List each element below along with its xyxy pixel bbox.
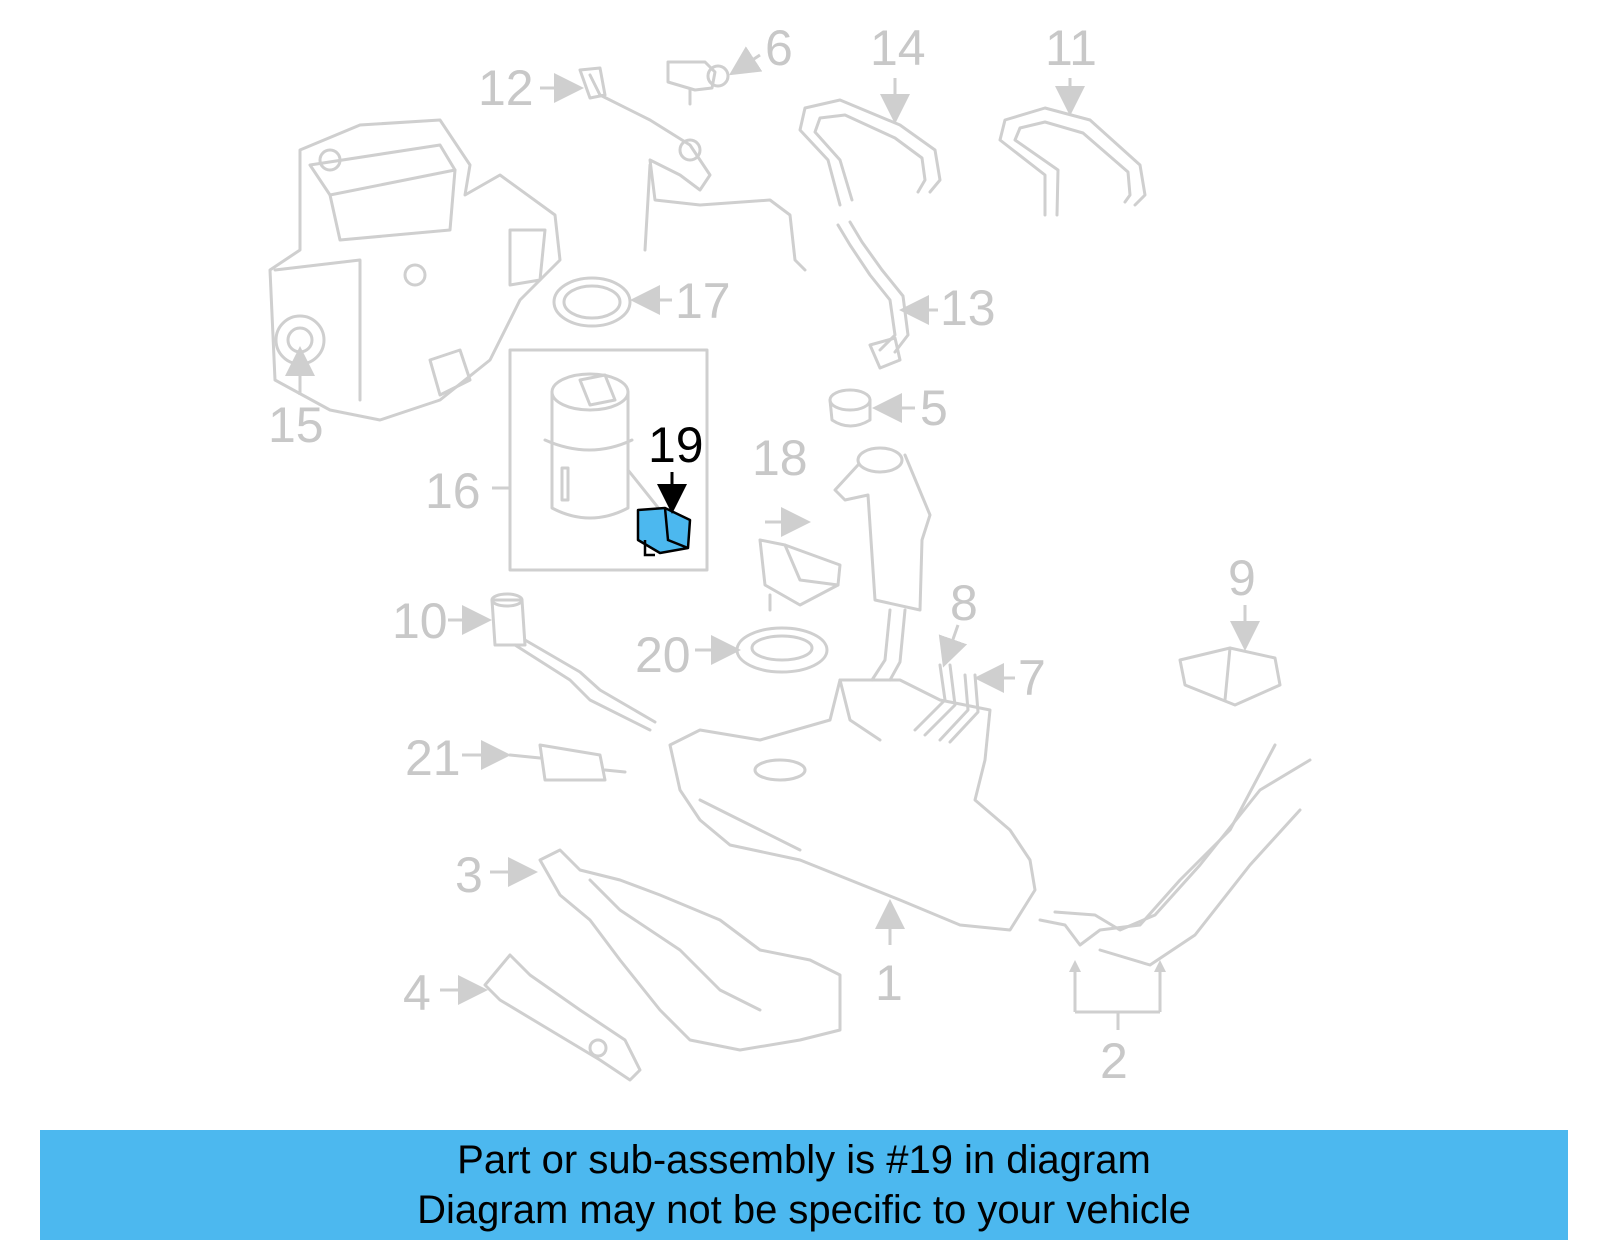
label-4: 4 [403, 965, 431, 1021]
filler-neck-drawing [833, 446, 932, 682]
part-15-drawing [268, 118, 562, 422]
part-7-drawing [938, 673, 980, 744]
label-10: 10 [392, 593, 448, 649]
label-21: 21 [405, 730, 461, 786]
part-3-drawing [538, 848, 842, 1052]
part-20-drawing [735, 626, 829, 674]
label-6: 6 [765, 20, 793, 76]
info-banner: Part or sub-assembly is #19 in diagram D… [40, 1130, 1568, 1240]
part-18-drawing [758, 538, 842, 612]
label-7: 7 [1018, 650, 1046, 706]
part-12-drawing [578, 66, 807, 272]
label-17: 17 [675, 273, 731, 329]
part-21-drawing [508, 743, 627, 782]
part-8-drawing [913, 663, 957, 737]
part-11-drawing [998, 106, 1147, 217]
part-1-drawing [668, 678, 1037, 932]
part-13-drawing [836, 220, 910, 370]
part-2-drawing [1038, 743, 1312, 967]
label-13: 13 [940, 280, 996, 336]
label-15: 15 [268, 397, 324, 453]
part-10-drawing [490, 592, 657, 732]
label-11: 11 [1045, 20, 1097, 76]
label-5: 5 [920, 380, 948, 436]
label-19: 19 [648, 417, 704, 473]
part-4-drawing [483, 953, 642, 1082]
label-18: 18 [752, 430, 808, 486]
part-6-drawing [666, 60, 730, 106]
label-9: 9 [1228, 550, 1256, 606]
part-9-drawing [1178, 646, 1282, 707]
part-17-drawing [552, 276, 632, 328]
part-14-drawing [798, 98, 942, 207]
part-19-highlighted [636, 506, 692, 557]
label-3: 3 [455, 847, 483, 903]
banner-line-2: Diagram may not be specific to your vehi… [417, 1188, 1191, 1232]
label-12: 12 [478, 60, 534, 116]
banner-line-1: Part or sub-assembly is #19 in diagram [457, 1138, 1151, 1182]
part-16-drawing [543, 372, 662, 520]
label-2: 2 [1100, 1033, 1128, 1089]
label-1: 1 [875, 955, 903, 1011]
part-16-box [508, 348, 709, 572]
part-5-drawing [828, 388, 872, 428]
label-16: 16 [425, 463, 481, 519]
label-14: 14 [870, 20, 926, 76]
label-8: 8 [950, 575, 978, 631]
label-20: 20 [635, 627, 691, 683]
